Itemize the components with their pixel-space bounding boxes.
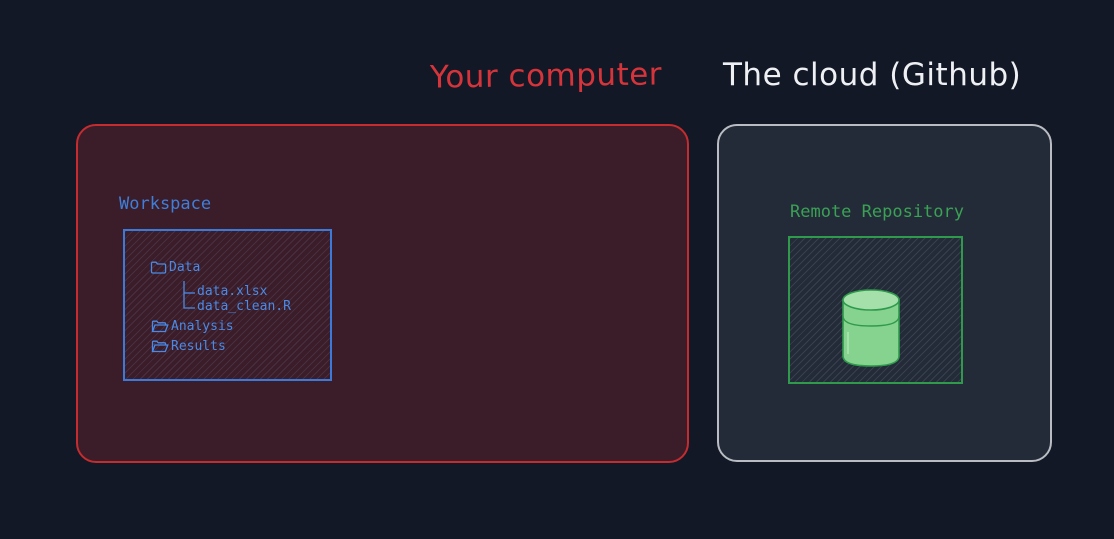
your-computer-title: Your computer — [429, 56, 663, 96]
workspace-label: Workspace — [119, 194, 212, 214]
folder-open-icon — [151, 320, 169, 333]
tree-item-data[interactable]: Data — [150, 260, 200, 275]
tree-item-data-xlsx[interactable]: data.xlsx — [197, 284, 267, 299]
database-icon — [840, 286, 902, 374]
tree-item-label: data_clean.R — [197, 299, 291, 314]
tree-item-label: Analysis — [171, 319, 234, 334]
tree-item-label: Data — [169, 260, 201, 275]
cloud-title: The cloud (Github) — [723, 57, 1022, 93]
folder-icon — [150, 261, 167, 274]
folder-open-icon — [151, 340, 169, 353]
tree-connector — [183, 281, 195, 309]
tree-item-label: Results — [171, 339, 226, 354]
tree-item-data-clean-r[interactable]: data_clean.R — [197, 299, 291, 314]
tree-item-results[interactable]: Results — [151, 339, 226, 354]
workspace-box — [123, 229, 332, 381]
tree-item-analysis[interactable]: Analysis — [151, 319, 234, 334]
tree-item-label: data.xlsx — [197, 284, 268, 299]
remote-repository-label: Remote Repository — [790, 202, 964, 222]
